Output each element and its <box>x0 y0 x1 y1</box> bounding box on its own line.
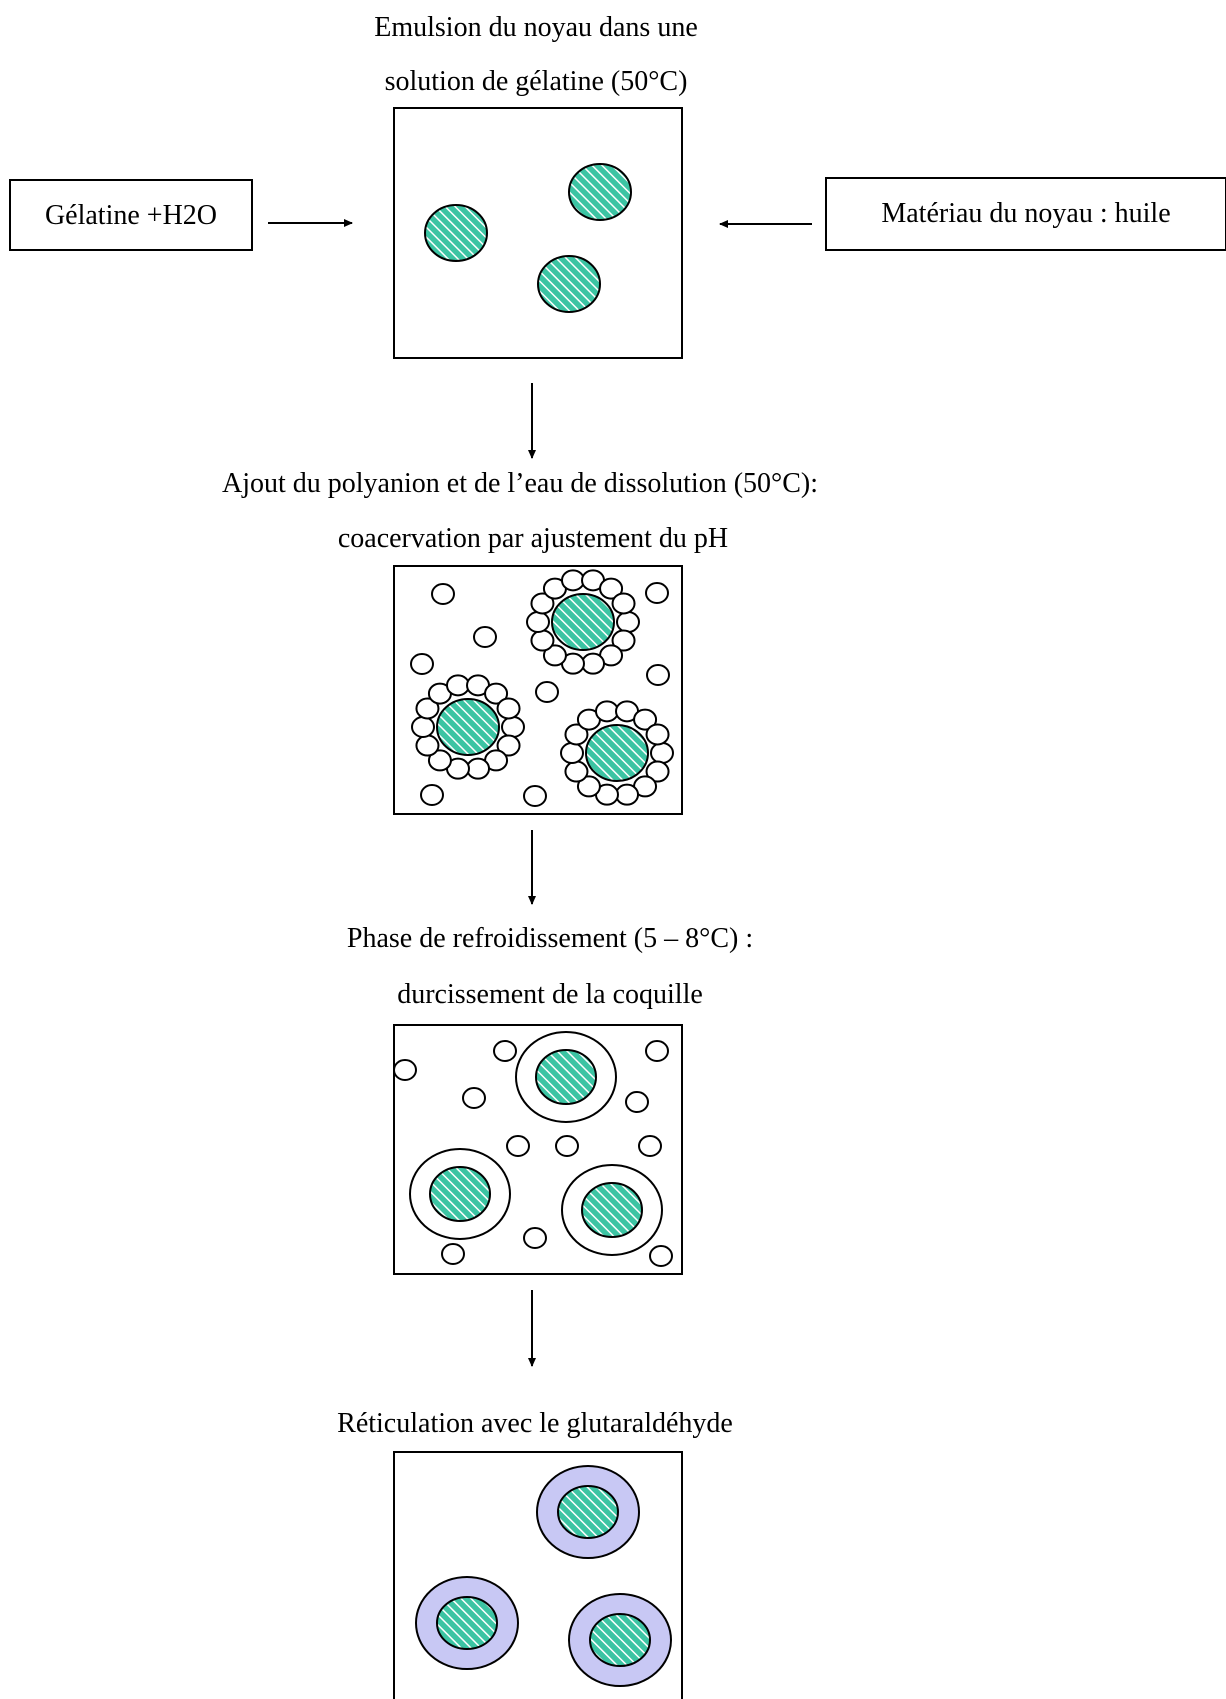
coacervate-droplet <box>493 1040 517 1062</box>
coacervate-droplet <box>646 664 670 686</box>
oil-core-droplet <box>581 1182 643 1238</box>
coacervate-droplet <box>560 569 585 592</box>
gelatine-input-box <box>9 179 253 251</box>
coacervate-droplet <box>462 1087 486 1109</box>
coacervate-droplet <box>650 742 674 764</box>
coacervate-droplet <box>564 760 589 783</box>
coacervate-droplet <box>410 653 434 675</box>
coacervate-droplet <box>415 734 440 757</box>
coacervate-droplet <box>638 1135 662 1157</box>
coacervate-droplet <box>542 644 567 667</box>
oil-core-droplet <box>424 204 488 262</box>
coacervate-droplet <box>576 775 601 798</box>
coacervate-droplet <box>645 1040 669 1062</box>
coacervate-droplet <box>411 716 435 738</box>
coacervate-droplet <box>564 723 589 746</box>
coacervate-droplet <box>441 1243 465 1265</box>
crosslinked-microcapsule <box>568 1593 672 1687</box>
coacervate-droplet <box>560 742 584 764</box>
coacervate-droplet <box>473 626 497 648</box>
coacervate-droplet <box>633 708 658 731</box>
coacervate-droplet <box>599 577 624 600</box>
oil-core-droplet <box>537 255 601 313</box>
crosslinked-microcapsule <box>536 1465 640 1559</box>
coacervate-droplet <box>501 716 525 738</box>
coacervate-droplet <box>645 582 669 604</box>
coacervate-droplet <box>496 734 521 757</box>
core-material-input-box <box>825 177 1226 251</box>
coacervate-droplet <box>445 674 470 697</box>
step2-title-line1: Ajout du polyanion et de l’eau de dissol… <box>222 468 818 499</box>
step3-title-line2: durcissement de la coquille <box>397 979 703 1010</box>
coacervate-droplet <box>555 1135 579 1157</box>
coacervate-droplet <box>506 1135 530 1157</box>
coacervate-droplet <box>530 592 555 615</box>
coacervate-droplet <box>581 652 606 675</box>
crosslinked-microcapsule <box>415 1576 519 1670</box>
step1-title-line2: solution de gélatine (50°C) <box>385 66 688 97</box>
coacervate-droplet <box>526 611 550 633</box>
gelatine-input-label: Gélatine +H2O <box>45 200 217 231</box>
step3-title-line1: Phase de refroidissement (5 – 8°C) : <box>347 923 753 954</box>
coacervate-droplet <box>484 682 509 705</box>
coacervate-droplet <box>649 1245 673 1267</box>
oil-core-droplet <box>585 724 649 782</box>
oil-core-droplet <box>551 593 615 651</box>
coacervate-droplet <box>427 749 452 772</box>
coacervate-droplet <box>645 760 670 783</box>
coacervate-droplet <box>535 681 559 703</box>
core-material-input-label: Matériau du noyau : huile <box>881 198 1170 229</box>
coacervate-droplet <box>616 611 640 633</box>
coacervate-droplet <box>615 783 640 806</box>
coacervate-droplet <box>611 592 636 615</box>
coacervate-droplet <box>496 697 521 720</box>
coacervate-droplet <box>625 1091 649 1113</box>
coacervate-droplet <box>415 697 440 720</box>
coacervate-droplet <box>393 1059 417 1081</box>
coacervate-droplet <box>431 583 455 605</box>
step4-title-line1: Réticulation avec le glutaraldéhyde <box>337 1408 733 1439</box>
oil-core-droplet <box>568 163 632 221</box>
step1-title-line1: Emulsion du noyau dans une <box>374 12 698 43</box>
coacervate-droplet <box>611 629 636 652</box>
coacervate-droplet <box>523 1227 547 1249</box>
oil-core-droplet <box>429 1166 491 1222</box>
coacervate-droplet <box>466 757 491 780</box>
oil-core-droplet <box>535 1049 597 1105</box>
coacervate-droplet <box>530 629 555 652</box>
step2-title-line2: coacervation par ajustement du pH <box>338 523 728 554</box>
oil-core-droplet <box>436 698 500 756</box>
coacervate-droplet <box>594 700 619 723</box>
coacervate-droplet <box>523 785 547 807</box>
coacervate-droplet <box>420 784 444 806</box>
coacervate-droplet <box>645 723 670 746</box>
